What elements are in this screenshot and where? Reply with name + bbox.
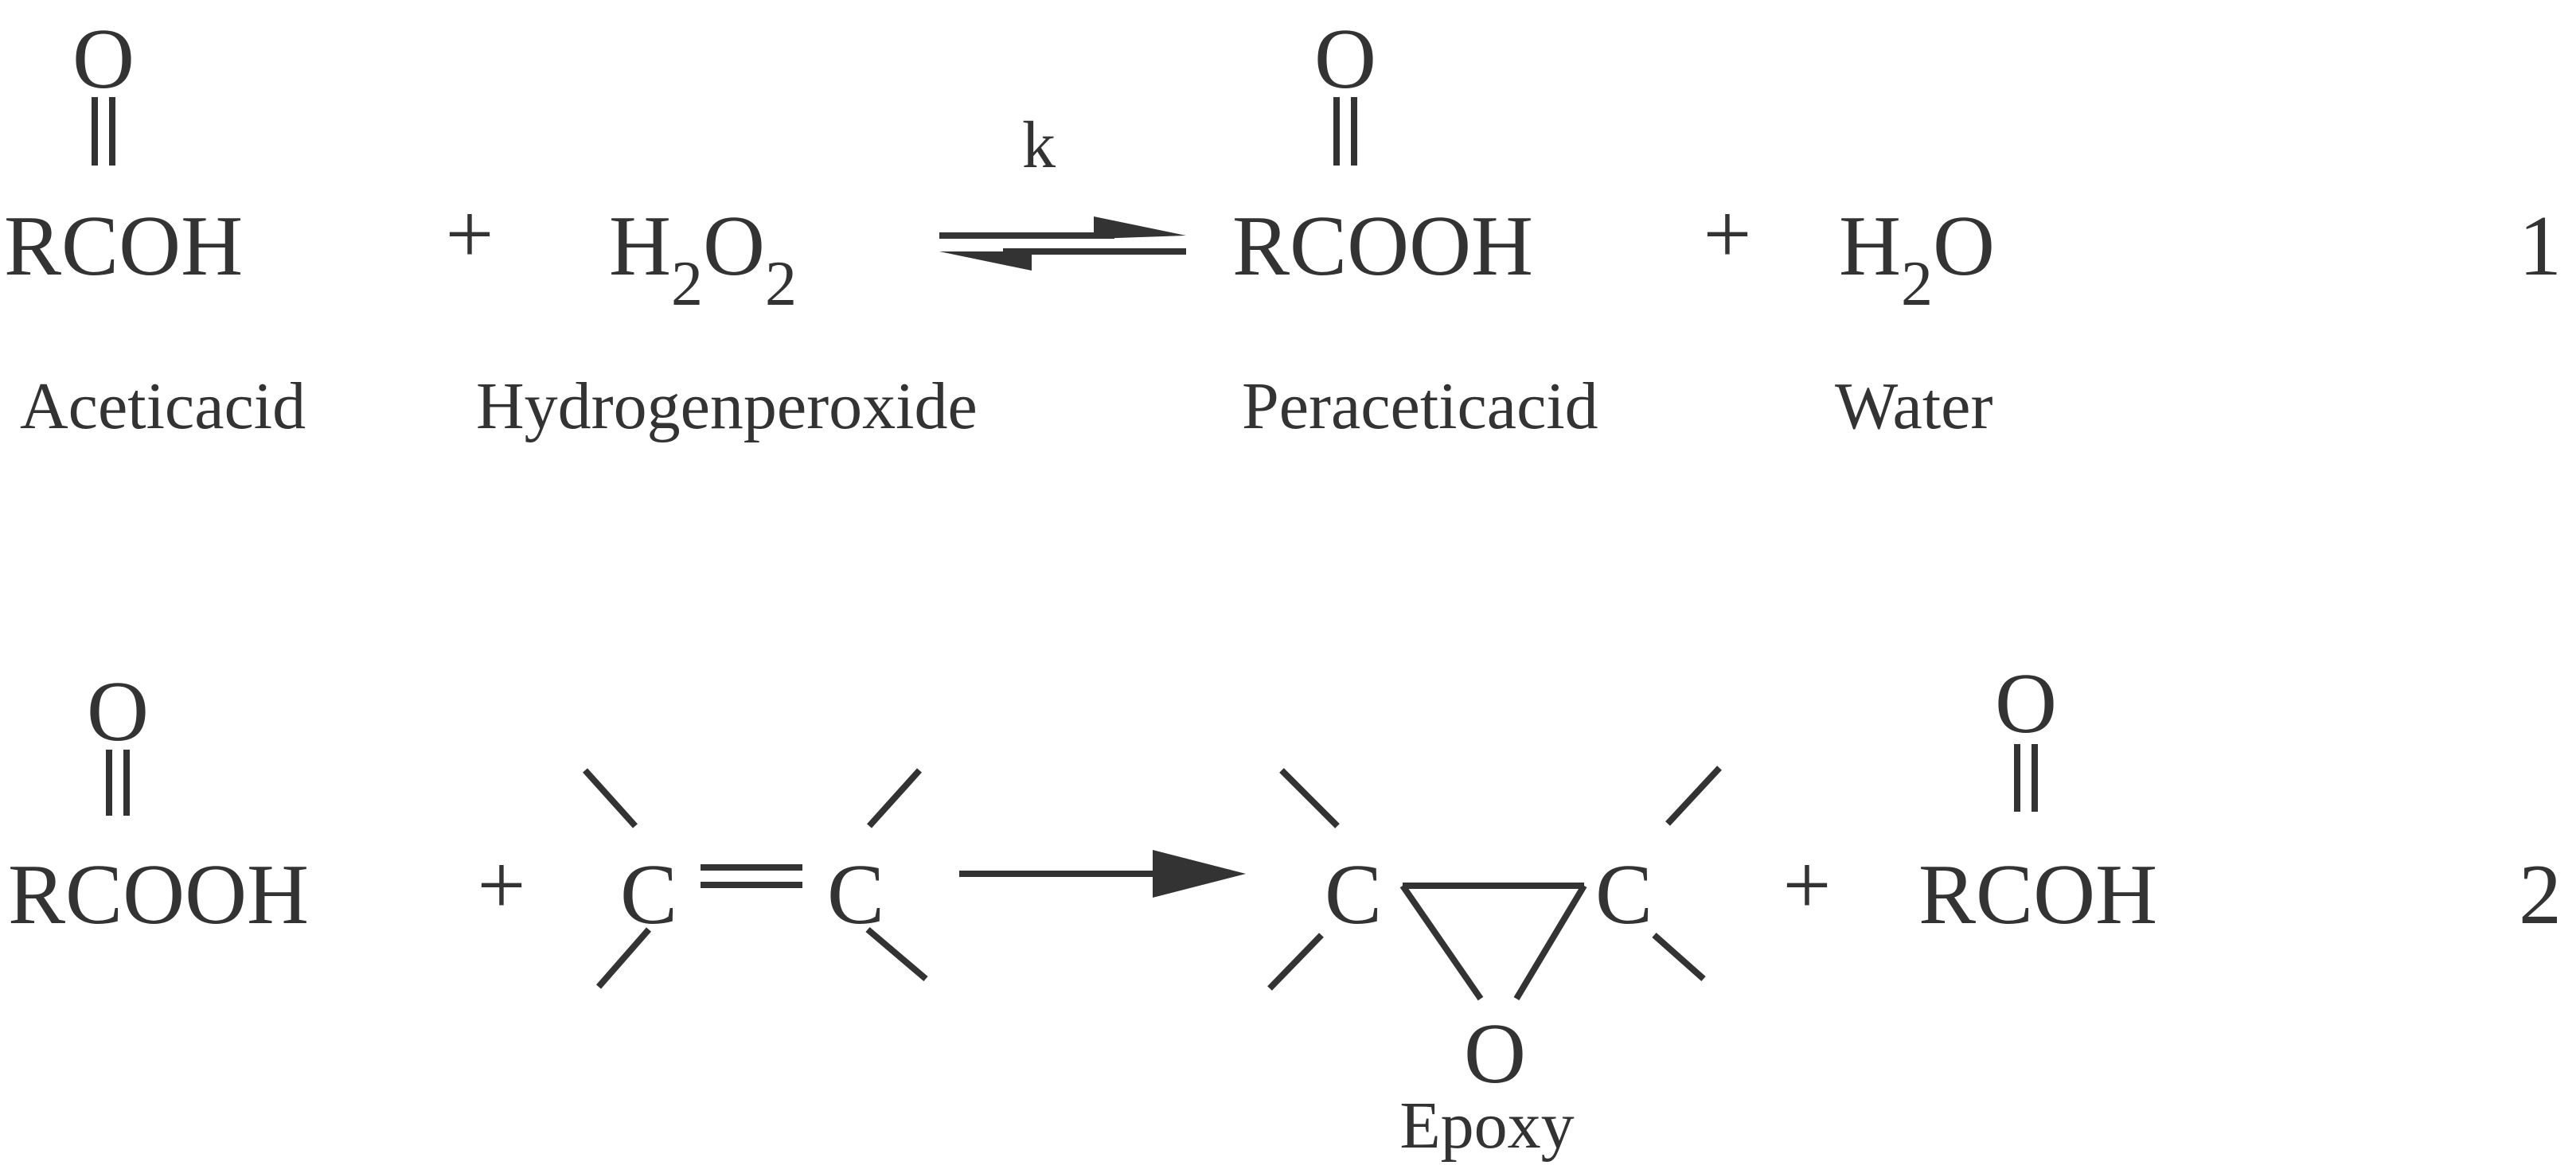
hydrogen-peroxide-label: Hydrogenperoxide	[476, 369, 978, 443]
epoxide-oxygen: O	[1464, 1007, 1526, 1101]
carbonyl-oxygen: O	[1995, 657, 2057, 751]
epoxide-carbon-left: C	[1325, 848, 1382, 942]
plus-sign: +	[1783, 838, 1832, 933]
alkene: C C	[583, 768, 928, 989]
carbonyl-oxygen: O	[72, 12, 135, 107]
rate-constant-label: k	[1022, 108, 1056, 182]
substituent-bond	[867, 768, 922, 828]
reaction-arrow-head	[1153, 850, 1246, 898]
epoxy-label: Epoxy	[1399, 1089, 1574, 1163]
acetic-acid: O RCOH Aceticacid	[4, 12, 306, 443]
peracetic-acid-formula: RCOOH	[1232, 199, 1533, 294]
acetic-acid-label: Aceticacid	[20, 369, 306, 443]
plus-sign: +	[478, 838, 526, 933]
carbonyl-oxygen: O	[87, 664, 149, 759]
reaction-arrow	[959, 850, 1246, 898]
hydrogen-peroxide: H2O2 Hydrogenperoxide	[476, 199, 978, 443]
peracid: O RCOOH	[8, 664, 309, 942]
water: H2O Water	[1835, 199, 1995, 443]
substituent-bond	[1652, 933, 1706, 981]
substituent-bond	[583, 768, 638, 828]
equation-number: 1	[2519, 199, 2562, 294]
reaction-1: O RCOH Aceticacid + H2O2 Hydrogenperoxid…	[4, 12, 2562, 443]
substituent-bond	[1279, 768, 1340, 828]
epoxide: C C O Epoxy	[1267, 766, 1722, 1163]
epoxide-carbon-right: C	[1595, 848, 1653, 942]
plus-sign: +	[446, 187, 494, 282]
hydrogen-peroxide-formula: H2O2	[609, 199, 797, 319]
plus-sign: +	[1704, 187, 1752, 282]
reaction-2: O RCOOH + C C C C O	[8, 657, 2562, 1163]
substituent-bond	[595, 927, 652, 989]
substituent-bond	[1267, 933, 1324, 991]
ring-bond-carbon-oxygen	[1399, 883, 1484, 1001]
water-label: Water	[1835, 369, 1992, 443]
peracetic-acid-label: Peraceticacid	[1242, 369, 1598, 443]
forward-arrow-head	[1094, 216, 1186, 239]
reverse-arrow-head	[939, 251, 1032, 271]
carboxylic-acid-product: O RCOH	[1918, 657, 2157, 942]
substituent-bond	[865, 926, 928, 982]
carbonyl-oxygen: O	[1314, 12, 1376, 107]
peracid-formula: RCOOH	[8, 848, 309, 942]
water-formula: H2O	[1839, 199, 1995, 319]
equation-number: 2	[2519, 848, 2562, 942]
equilibrium-arrow: k	[939, 108, 1186, 271]
alkene-carbon-left: C	[620, 848, 677, 942]
alkene-carbon-right: C	[827, 848, 884, 942]
peracetic-acid: O RCOOH Peraceticacid	[1232, 12, 1598, 443]
acetic-acid-formula: RCOH	[4, 199, 243, 294]
substituent-bond	[1665, 766, 1722, 826]
carboxylic-acid-formula: RCOH	[1918, 848, 2157, 942]
ring-bond-carbon-oxygen	[1513, 883, 1587, 1001]
